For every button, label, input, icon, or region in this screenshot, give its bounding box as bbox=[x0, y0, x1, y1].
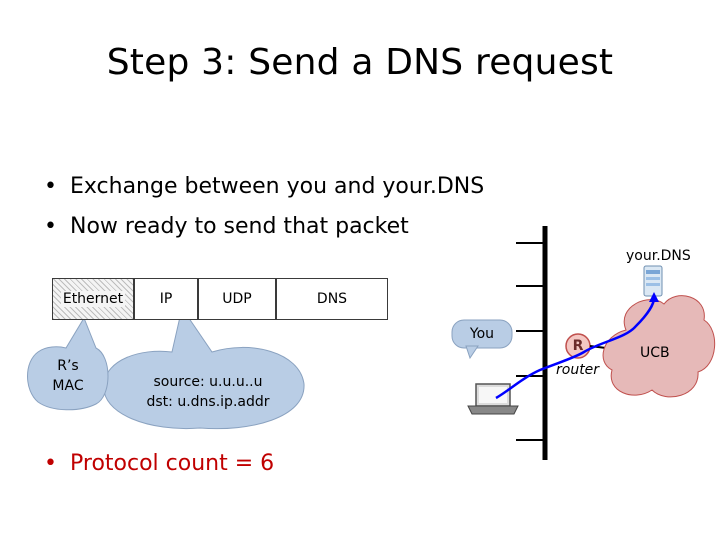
packet-udp-label: UDP bbox=[222, 291, 252, 307]
ip-callout-text: source: u.u.u..u dst: u.dns.ip.addr bbox=[120, 372, 296, 412]
packet-dns-payload: DNS bbox=[276, 278, 388, 320]
you-callout bbox=[451, 319, 513, 349]
bullet-text: Exchange between you and your.DNS bbox=[70, 174, 485, 199]
bullet-icon: • bbox=[44, 214, 57, 239]
ip-callout-bubble bbox=[103, 306, 305, 430]
packet-udp-header: UDP bbox=[198, 278, 276, 320]
packet-ip-header: IP bbox=[134, 278, 198, 320]
router-letter-label: R bbox=[572, 338, 584, 354]
mac-callout-line: R’s bbox=[57, 358, 79, 374]
mac-callout-text: R’s MAC bbox=[38, 356, 98, 396]
bullet-icon: • bbox=[44, 451, 57, 476]
bullet-text: Now ready to send that packet bbox=[70, 214, 409, 239]
request-path bbox=[495, 297, 656, 400]
bullet-item: • Exchange between you and your.DNS bbox=[44, 167, 484, 207]
packet-ethernet-header: Ethernet bbox=[52, 278, 134, 320]
you-label: You bbox=[469, 326, 495, 342]
laptop-icon bbox=[467, 383, 519, 415]
bullet-item: • Now ready to send that packet bbox=[44, 207, 484, 247]
protocol-count-bullet: • Protocol count = 6 bbox=[44, 451, 274, 476]
packet-ip-label: IP bbox=[159, 291, 173, 307]
bullet-icon: • bbox=[44, 174, 57, 199]
ucb-cloud bbox=[602, 295, 716, 398]
slide-title: Step 3: Send a DNS request bbox=[106, 42, 614, 83]
ip-callout-line: dst: u.dns.ip.addr bbox=[146, 394, 270, 410]
request-path-arrowhead bbox=[649, 292, 659, 302]
mac-callout-bubble bbox=[27, 316, 109, 411]
packet-ethernet-label: Ethernet bbox=[60, 291, 126, 307]
protocol-count-text: Protocol count = 6 bbox=[70, 451, 275, 476]
dns-server-label: your.DNS bbox=[626, 248, 691, 264]
packet-dns-label: DNS bbox=[316, 291, 348, 307]
bullet-list: • Exchange between you and your.DNS • No… bbox=[44, 167, 484, 247]
bus-stubs bbox=[516, 242, 545, 441]
router-label: router bbox=[556, 362, 600, 378]
mac-callout-line: MAC bbox=[52, 378, 84, 394]
dns-server-icon bbox=[643, 265, 663, 297]
ip-callout-line: source: u.u.u..u bbox=[153, 374, 263, 390]
cloud-label: UCB bbox=[640, 345, 670, 361]
